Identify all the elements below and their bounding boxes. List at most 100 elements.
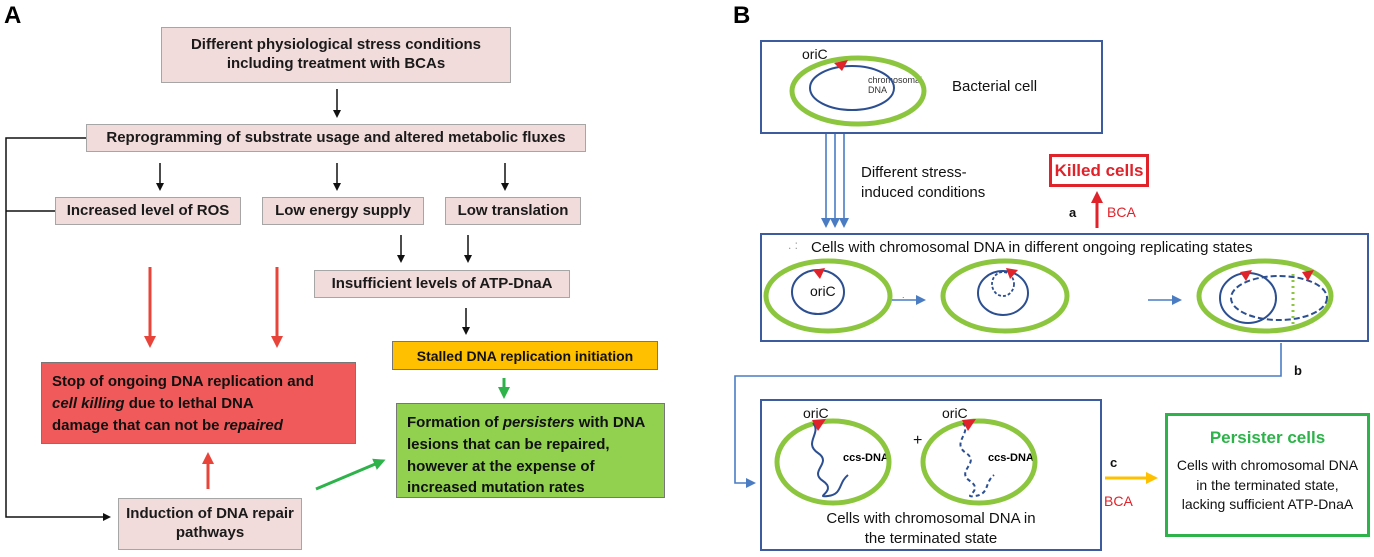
cell-membrane-4 — [1196, 258, 1334, 334]
repair-line-1: Induction of DNA repair — [126, 505, 294, 523]
panel-a-black-arrows — [5, 89, 509, 521]
persister-description: Cells with chromosomal DNA in the termin… — [1168, 456, 1367, 515]
bca-label-a: BCA — [1107, 204, 1136, 220]
terminated-line-2: the terminated state — [864, 529, 998, 547]
chromosome-3 — [977, 270, 1029, 316]
reprogramming-box: Reprogramming of substrate usage and alt… — [86, 124, 586, 152]
ccs-dna-label-1: ccs-DNA — [843, 452, 889, 464]
stop-line-3: damage that can not be repaired — [52, 415, 345, 437]
translation-box: Low translation — [445, 197, 581, 225]
ccs-dna-strand-2 — [959, 422, 995, 498]
cell-membrane-2 — [763, 258, 893, 334]
replication-bubble-3 — [991, 271, 1015, 297]
panel-b-label: B — [733, 2, 751, 29]
dna-word: DNA — [868, 84, 888, 95]
terminated-label: Cells with chromosomal DNA in the termin… — [760, 509, 1102, 548]
formation-line-1: Formation of persisters with DNA — [407, 412, 654, 434]
cell-membrane — [789, 55, 927, 127]
bca-label-c: BCA — [1104, 493, 1133, 509]
stress-conditions-box: Different physiological stress condition… — [161, 27, 511, 83]
cell-killing-box: Stop of ongoing DNA replication and cell… — [41, 362, 356, 444]
replicating-cell-1 — [763, 258, 893, 334]
chromosomal-word: chromosomal — [868, 75, 923, 85]
stalled-replication-text: Stalled DNA replication initiation — [416, 347, 634, 364]
dna-repair-box: Induction of DNA repair pathways — [118, 498, 302, 550]
killed-cells-box: Killed cells — [1049, 154, 1149, 187]
chromosome-4b — [1230, 275, 1328, 321]
persisters-italic: persisters — [502, 414, 575, 431]
terminated-cell-2 — [920, 418, 1038, 506]
bacterial-cell-graphic — [789, 55, 927, 127]
oric-label-1: oriC — [802, 46, 828, 62]
oric-marker-6 — [962, 419, 976, 431]
tiny-dot: . — [902, 290, 905, 300]
stress-induced-line-1: Different stress- — [861, 164, 967, 181]
terminated-line-1: Cells with chromosomal DNA in — [826, 510, 1036, 527]
atp-dnaa-box: Insufficient levels of ATP-DnaA — [314, 270, 570, 298]
reprogramming-text: Reprogramming of substrate usage and alt… — [106, 128, 566, 146]
chromosome-2 — [791, 269, 845, 315]
oric-marker-4a — [1240, 270, 1252, 281]
oric-marker-5 — [812, 419, 826, 431]
chromosome-circle — [809, 65, 895, 111]
ros-box: Increased level of ROS — [55, 197, 241, 225]
oric-marker-4b — [1302, 270, 1314, 281]
formation-line-2: lesions that can be repaired, — [407, 435, 610, 453]
energy-box: Low energy supply — [262, 197, 424, 225]
oric-marker-3 — [1006, 268, 1018, 279]
triple-blue-arrows — [821, 134, 849, 228]
cell-membrane-3 — [940, 258, 1070, 334]
step-a-label: a — [1069, 205, 1077, 220]
oric-label-4: oriC — [942, 405, 968, 421]
replicating-cell-3 — [1196, 258, 1334, 334]
atp-dnaa-text: Insufficient levels of ATP-DnaA — [331, 274, 553, 292]
stalled-replication-box: Stalled DNA replication initiation — [392, 341, 658, 370]
plus-sign: + — [913, 432, 923, 449]
formation-line-4: increased mutation rates — [407, 479, 585, 497]
bacterial-cell-label: Bacterial cell — [952, 78, 1038, 95]
persister-desc-1: Cells with chromosomal DNA — [1176, 457, 1359, 473]
oric-marker-1 — [834, 60, 848, 71]
stop-line-1: Stop of ongoing DNA replication and — [52, 373, 314, 390]
cell-membrane-6 — [920, 418, 1038, 506]
terminated-cell-1 — [774, 418, 892, 506]
oric-label-3: oriC — [803, 405, 829, 421]
stress-line-2: including treatment with BCAs — [226, 55, 446, 72]
persister-cells-box: Persister cells Cells with chromosomal D… — [1165, 413, 1370, 537]
replicating-cell-2 — [940, 258, 1070, 334]
chromosomal-dna-label: chromosomal DNA — [868, 75, 923, 96]
green-arrow-to-formation — [315, 458, 386, 491]
stop-line-3-rest: damage that can not be — [52, 416, 224, 434]
persister-formation-box: Formation of persisters with DNA lesions… — [396, 403, 665, 498]
stress-induced-line-2: induced conditions — [861, 183, 986, 201]
persister-title: Persister cells — [1209, 428, 1326, 447]
oric-marker-2 — [813, 268, 825, 279]
connector-to-repair — [5, 137, 111, 521]
cell-membrane-5 — [774, 418, 892, 506]
energy-text: Low energy supply — [275, 201, 411, 219]
repaired-italic: repaired — [223, 416, 283, 434]
repair-line-2: pathways — [175, 524, 245, 541]
replicating-title: Cells with chromosomal DNA in different … — [811, 239, 1253, 256]
killed-cells-text: Killed cells — [1054, 160, 1144, 180]
oric-label-2: oriC — [810, 283, 836, 299]
formation-pre: Formation of — [407, 414, 503, 431]
ccs-dna-strand-1 — [811, 422, 849, 498]
stress-induced-label: Different stress- induced conditions — [861, 163, 985, 202]
persister-desc-2: in the terminated state, — [1196, 476, 1339, 493]
stop-line-2-rest: due to lethal DNA — [124, 394, 254, 412]
ros-text: Increased level of ROS — [66, 201, 230, 219]
step-b-label: b — [1294, 363, 1302, 378]
persister-desc-3: lacking sufficient ATP-DnaA — [1181, 496, 1354, 513]
connector-b — [734, 343, 1282, 488]
ccs-dna-label-2: ccs-DNA — [988, 452, 1034, 464]
translation-text: Low translation — [457, 201, 569, 219]
formation-line-3: however at the expense of — [407, 457, 595, 475]
panel-a-color-arrows — [144, 267, 510, 491]
stop-line-2: cell killing due to lethal DNA — [52, 393, 345, 415]
step-c-label: c — [1110, 455, 1118, 470]
stress-line-1: Different physiological stress condition… — [190, 36, 482, 54]
cell-killing-italic: cell killing — [52, 394, 125, 412]
stray-dots: . : — [788, 238, 799, 252]
